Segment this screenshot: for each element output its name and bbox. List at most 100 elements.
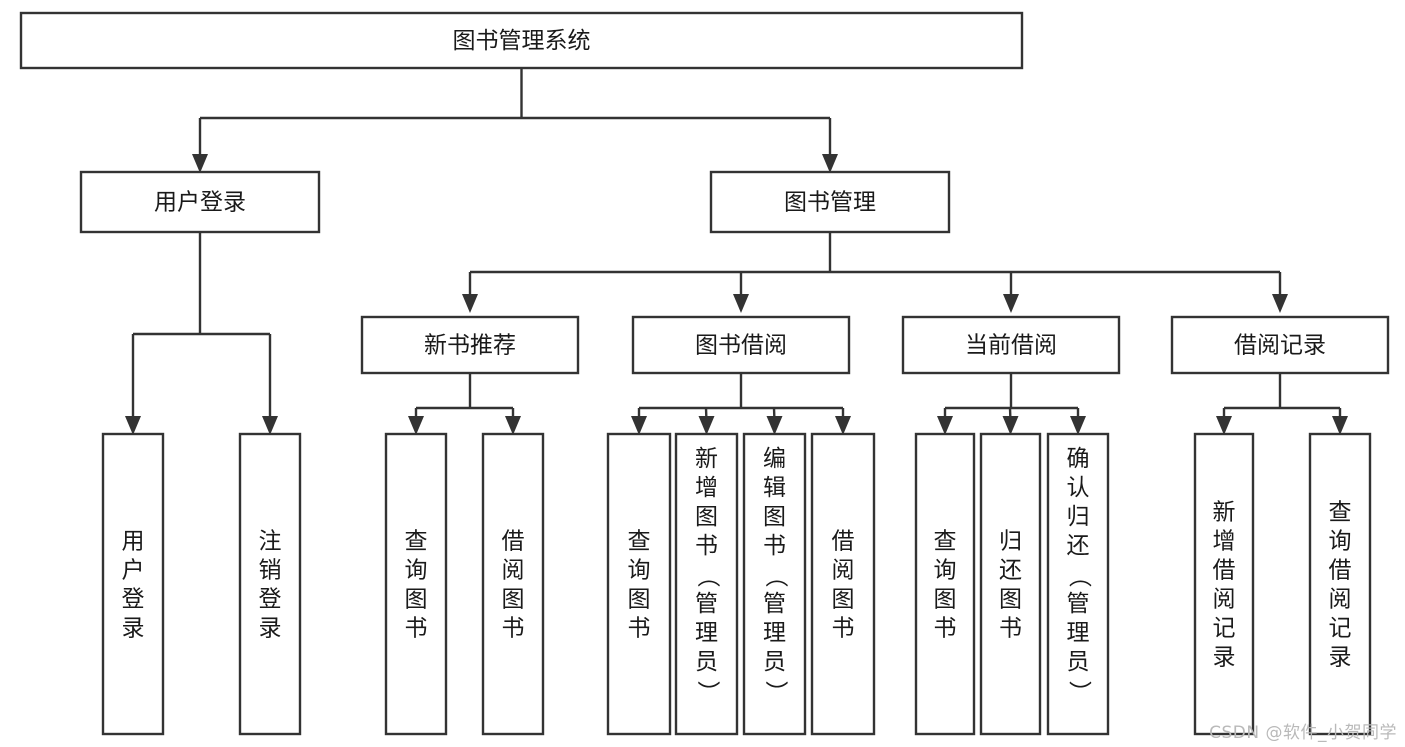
node-label-book-manage: 图书管理 xyxy=(784,190,876,216)
node-label-leaf-user-login-char-2: 登 xyxy=(122,587,145,613)
node-label-leaf-return-book-char-1: 还 xyxy=(999,558,1022,584)
node-label-leaf-confirm-return-char-6: 理 xyxy=(1067,620,1090,646)
node-label-leaf-add-book-char-3: 书 xyxy=(695,533,718,559)
node-label-leaf-borrow-book-2-char-3: 书 xyxy=(832,616,855,642)
node-label-leaf-confirm-return-char-7: 员 xyxy=(1067,649,1090,675)
node-label-leaf-query-record-char-2: 借 xyxy=(1329,558,1352,584)
node-label-leaf-edit-book-char-6: 理 xyxy=(763,620,786,646)
node-label-leaf-add-book-char-8: ） xyxy=(695,681,721,704)
node-label-leaf-add-record-char-0: 新 xyxy=(1213,500,1236,526)
node-label-leaf-logout-char-1: 销 xyxy=(259,558,282,584)
connector-bus-new-book xyxy=(408,373,521,435)
node-book-manage[interactable]: 图书管理 xyxy=(709,170,951,234)
node-label-book-borrow: 图书借阅 xyxy=(695,333,787,359)
node-label-leaf-borrow-book-2-char-2: 图 xyxy=(832,587,855,613)
connector-links-layer xyxy=(125,68,1348,435)
node-label-current-borrow: 当前借阅 xyxy=(965,333,1057,359)
node-label-leaf-add-book-char-2: 图 xyxy=(695,504,718,530)
node-label-leaf-borrow-book-1-char-1: 阅 xyxy=(502,558,525,584)
node-current-borrow[interactable]: 当前借阅 xyxy=(901,315,1121,375)
node-leaf-user-login[interactable]: 用户登录 xyxy=(101,432,165,736)
node-label-leaf-query-book-1-char-0: 查 xyxy=(405,529,428,555)
node-label-leaf-query-book-2-char-0: 查 xyxy=(628,529,651,555)
node-label-leaf-logout-char-3: 录 xyxy=(259,616,282,642)
connector-bus-root xyxy=(192,68,838,173)
node-label-leaf-query-book-3-char-2: 图 xyxy=(934,587,957,613)
node-label-leaf-edit-book-char-7: 员 xyxy=(763,649,786,675)
node-label-leaf-return-book-char-3: 书 xyxy=(999,616,1022,642)
node-label-borrow-record: 借阅记录 xyxy=(1234,333,1326,359)
node-label-leaf-edit-book-char-8: ） xyxy=(763,681,789,704)
node-label-leaf-query-book-1-char-1: 询 xyxy=(405,558,428,584)
node-label-leaf-confirm-return-char-3: 还 xyxy=(1067,533,1090,559)
node-label-leaf-query-book-3-char-1: 询 xyxy=(934,558,957,584)
node-label-leaf-borrow-book-1-char-0: 借 xyxy=(502,529,525,555)
node-label-leaf-query-book-1-char-2: 图 xyxy=(405,587,428,613)
node-label-leaf-query-book-2-char-2: 图 xyxy=(628,587,651,613)
node-label-leaf-query-record-char-3: 阅 xyxy=(1329,587,1352,613)
connector-bus-borrow-record xyxy=(1216,373,1348,435)
connector-bus-book-borrow xyxy=(631,373,851,435)
node-label-leaf-query-book-2-char-3: 书 xyxy=(628,616,651,642)
node-label-leaf-confirm-return-char-5: 管 xyxy=(1067,591,1090,617)
node-label-leaf-query-book-3-char-0: 查 xyxy=(934,529,957,555)
node-label-leaf-user-login-char-1: 户 xyxy=(122,558,145,584)
connector-bus-user-login xyxy=(125,232,278,435)
node-root[interactable]: 图书管理系统 xyxy=(19,11,1024,70)
node-label-leaf-edit-book-char-2: 图 xyxy=(763,504,786,530)
node-label-leaf-confirm-return-char-0: 确 xyxy=(1067,446,1090,472)
node-label-leaf-return-book-char-2: 图 xyxy=(999,587,1022,613)
node-book-borrow[interactable]: 图书借阅 xyxy=(631,315,851,375)
node-user-login[interactable]: 用户登录 xyxy=(79,170,321,234)
node-label-leaf-query-book-2-char-1: 询 xyxy=(628,558,651,584)
node-label-leaf-confirm-return-char-1: 认 xyxy=(1067,475,1090,501)
node-label-leaf-add-record-char-1: 增 xyxy=(1213,529,1236,555)
node-new-book-recommend[interactable]: 新书推荐 xyxy=(360,315,580,375)
node-label-leaf-add-record-char-2: 借 xyxy=(1213,558,1236,584)
node-label-leaf-borrow-book-1-char-3: 书 xyxy=(502,616,525,642)
node-label-leaf-add-record-char-3: 阅 xyxy=(1213,587,1236,613)
node-label-leaf-borrow-book-2-char-1: 阅 xyxy=(832,558,855,584)
connector-bus-current-borrow xyxy=(937,373,1086,435)
node-label-leaf-return-book-char-0: 归 xyxy=(999,529,1022,555)
node-label-leaf-borrow-book-2-char-0: 借 xyxy=(832,529,855,555)
node-label-leaf-add-book-char-0: 新 xyxy=(695,446,718,472)
node-label-leaf-query-record-char-1: 询 xyxy=(1329,529,1352,555)
node-label-leaf-add-book-char-5: 管 xyxy=(695,591,718,617)
node-label-leaf-user-login-char-3: 录 xyxy=(122,616,145,642)
node-label-leaf-user-login-char-0: 用 xyxy=(122,529,145,555)
node-label-leaf-edit-book-char-5: 管 xyxy=(763,591,786,617)
node-label-leaf-query-record-char-5: 录 xyxy=(1329,645,1352,671)
connector-bus-book-manage xyxy=(462,232,1288,313)
node-label-leaf-add-book-char-1: 增 xyxy=(695,475,718,501)
node-label-leaf-add-book-char-4: （ xyxy=(695,565,721,588)
node-label-leaf-confirm-return-char-2: 归 xyxy=(1067,504,1090,530)
node-label-leaf-edit-book-char-1: 辑 xyxy=(763,475,786,501)
node-label-leaf-add-book-char-7: 员 xyxy=(695,649,718,675)
node-label-root: 图书管理系统 xyxy=(453,28,591,54)
node-label-leaf-add-record-char-4: 记 xyxy=(1213,616,1236,642)
node-label-user-login: 用户登录 xyxy=(154,190,246,216)
node-label-leaf-query-book-3-char-3: 书 xyxy=(934,616,957,642)
node-label-leaf-confirm-return-char-4: （ xyxy=(1066,565,1092,588)
node-label-leaf-borrow-book-1-char-2: 图 xyxy=(502,587,525,613)
node-label-new-book-recommend: 新书推荐 xyxy=(424,333,516,359)
node-label-leaf-logout-char-2: 登 xyxy=(259,587,282,613)
node-label-leaf-add-record-char-5: 录 xyxy=(1213,645,1236,671)
node-label-leaf-logout-char-0: 注 xyxy=(259,529,282,555)
node-label-leaf-query-book-1-char-3: 书 xyxy=(405,616,428,642)
node-borrow-record[interactable]: 借阅记录 xyxy=(1170,315,1390,375)
